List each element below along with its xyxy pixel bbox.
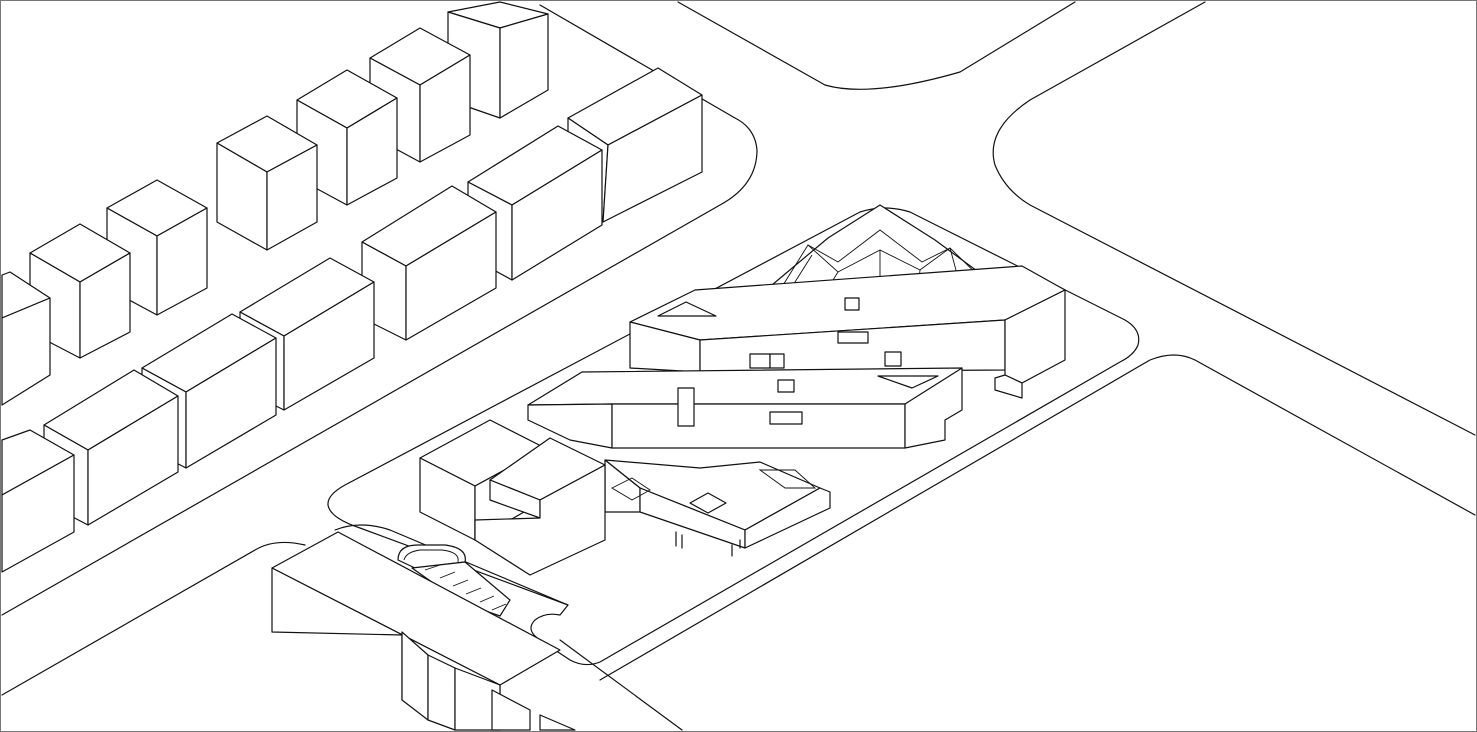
courtyard-skylight xyxy=(689,492,727,514)
street-curb-bottom xyxy=(559,639,683,731)
block-u7 xyxy=(1,271,51,406)
building-row-middle xyxy=(1,67,703,573)
block-u4 xyxy=(216,115,318,251)
entrance-stair xyxy=(397,544,511,617)
roof-vent xyxy=(844,297,860,311)
street-curb-bottom-right xyxy=(599,354,1476,681)
stair-box-2 xyxy=(769,353,785,369)
block-m7 xyxy=(1,429,75,573)
upper-bar-building xyxy=(629,265,1066,399)
building-row-upper xyxy=(1,1,549,406)
stair-box-3 xyxy=(884,351,902,367)
middle-bar-building xyxy=(527,367,963,449)
street-curb-lower-left xyxy=(1,541,306,696)
window-middle xyxy=(769,411,803,425)
block-m3 xyxy=(361,185,497,341)
building-group-lower-left xyxy=(271,531,576,731)
triangle-skylight-right xyxy=(877,375,939,389)
stair-box-1 xyxy=(749,353,771,369)
stair-tower xyxy=(677,387,695,427)
window-upper xyxy=(837,331,869,344)
street-curb-top-center xyxy=(677,1,1076,90)
front-cube-block xyxy=(419,419,606,576)
block-u5 xyxy=(106,179,208,316)
street-curb-top-right xyxy=(992,1,1476,436)
main-complex xyxy=(419,204,1066,576)
street-curb-upper-left-block xyxy=(1,4,758,616)
roof-vent-2 xyxy=(777,379,795,393)
triangle-skylight-left xyxy=(657,301,717,317)
site-inner-curb xyxy=(334,524,569,606)
lower-wing xyxy=(604,459,831,557)
